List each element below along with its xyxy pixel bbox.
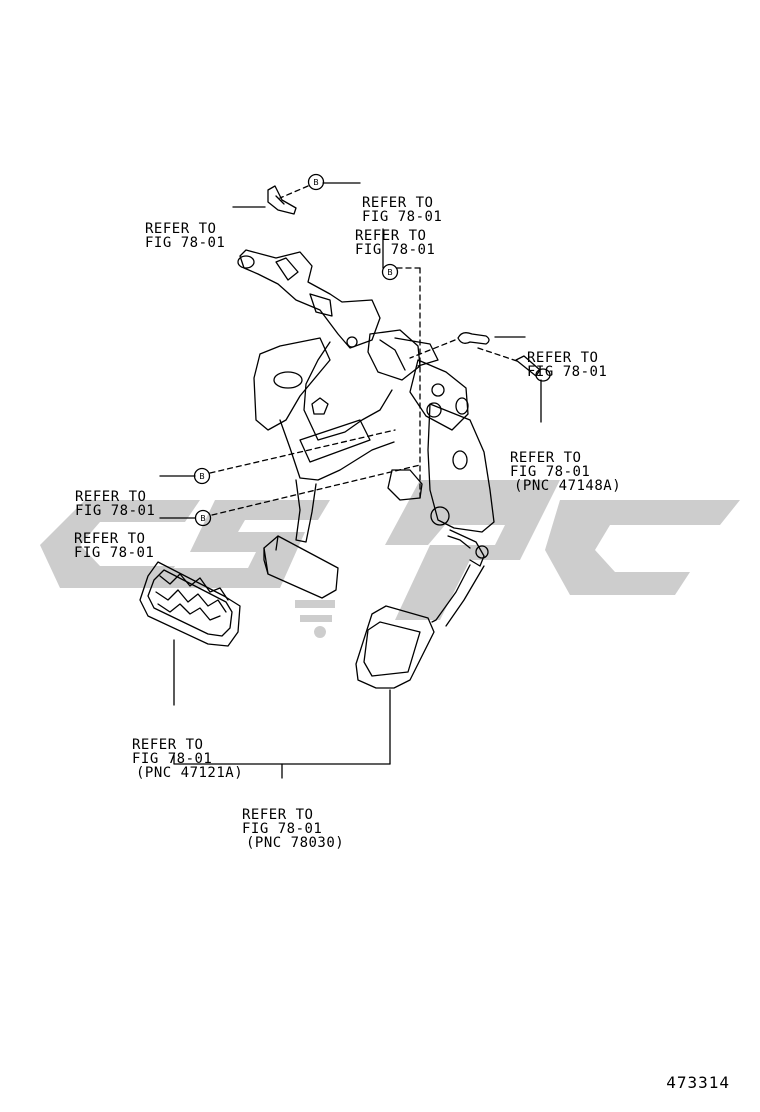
marker-letter: B [199,472,205,481]
callout-b-markers [193,173,399,527]
accelerator-pedal [355,403,495,689]
pin-part [515,355,551,382]
figure-number: 473314 [666,1073,730,1092]
clip-part [267,185,297,215]
brake-pedal-pad [139,561,241,647]
marker-letter: B [200,514,206,523]
small-clip-part [457,332,490,345]
pedal-bracket [237,249,469,481]
marker-letter: B [387,268,393,277]
leader-lines [159,182,542,779]
marker-letter: B [313,178,319,187]
brake-pedal [263,479,339,599]
